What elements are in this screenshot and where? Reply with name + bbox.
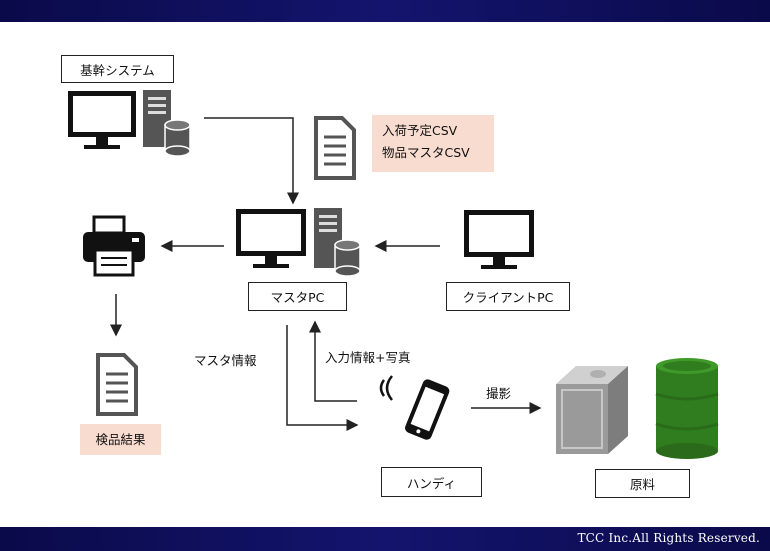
inspection-document-icon [96,353,138,416]
core-system-server-icon [143,90,191,157]
client-pc-label: クライアントPC [446,282,570,311]
core-system-monitor-icon [68,91,136,149]
master-pc-server-icon [314,208,361,277]
raw-material-label: 原料 [595,469,690,498]
oil-drum-icon [655,358,719,459]
arrival-schedule-csv-label: 入荷予定CSV [382,123,458,138]
header-band [0,0,770,22]
csv-transfer-arrow [204,117,299,205]
inspection-result-label: 検品結果 [80,424,161,455]
master-pc-monitor-icon [236,209,306,268]
printer-icon [83,215,145,277]
handy-terminal-icon [379,375,450,440]
master-pc-label: マスタPC [248,282,347,311]
csv-document-icon [314,116,356,180]
metal-can-icon [556,366,628,454]
master-info-label: マスタ情報 [194,353,257,368]
input-info-arrow [309,320,357,402]
item-master-csv-label: 物品マスタCSV [382,145,470,160]
csv-files-note: 入荷予定CSV 物品マスタCSV [372,115,494,172]
handy-label: ハンディ [381,467,482,497]
footer-band: TCC Inc.All Rights Reserved. [0,527,770,551]
photograph-label: 撮影 [486,386,512,401]
core-system-label: 基幹システム [61,55,174,83]
client-pc-monitor-icon [464,210,534,269]
input-info-label: 入力情報+写真 [325,350,411,365]
master-info-arrow [286,325,359,431]
copyright-text: TCC Inc.All Rights Reserved. [577,531,760,545]
